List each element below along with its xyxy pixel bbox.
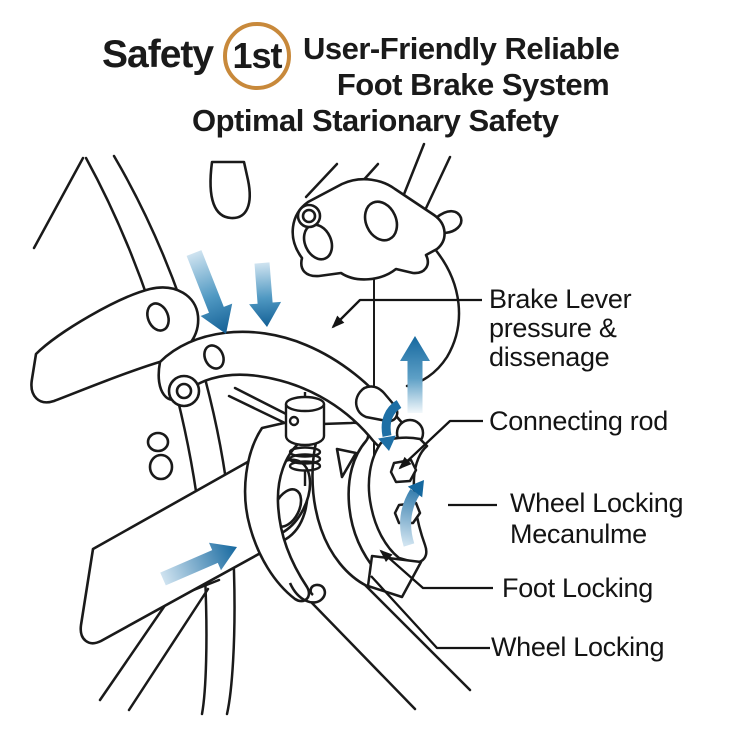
cable-clamp [291,177,463,281]
brand-badge-circle: 1st [223,22,291,90]
label-wheel-locking-mechanism-line1: Wheel Locking [510,488,684,518]
leader-wheel-locking [370,575,490,650]
press-down-arrow-2-icon [249,262,282,327]
frame-tube-tip [209,160,252,220]
leader-foot-locking [379,549,493,590]
press-down-arrow-icon [186,250,233,334]
label-connecting-rod: Connecting rod [489,406,668,436]
curved-up-arrow-icon [400,480,424,547]
title-line-3: Optimal Starionary Safety [192,103,559,138]
rotate-arrow-icon [378,400,402,451]
label-brake-lever-line1: Brake Lever [489,284,632,314]
forward-arrow-icon [160,542,237,586]
locking-claw [243,421,381,604]
label-brake-lever-line3: dissenage [489,342,610,372]
brand-badge-text: 1st [232,35,282,76]
label-wheel-locking: Wheel Locking [491,632,665,662]
brand-name: Safety [102,33,214,76]
label-brake-lever: Brake Lever pressure & dissenage [489,284,632,372]
title-line-2: Foot Brake System [336,67,610,102]
label-brake-lever-line2: pressure & [489,313,617,343]
label-foot-locking: Foot Locking [502,573,653,603]
release-up-arrow-icon [400,336,430,413]
label-wheel-locking-mechanism-line2: Mecanulme [510,519,647,549]
label-wheel-locking-mechanism: Wheel Locking Mecanulme [504,488,684,550]
motion-arrows [160,250,430,586]
leader-lines [331,298,497,650]
adjuster-barrel-spring [284,392,326,486]
leader-connecting-rod [398,419,483,470]
title-line-1: User-Friendly Reliable [303,31,620,66]
leader-brake-lever [331,298,482,329]
